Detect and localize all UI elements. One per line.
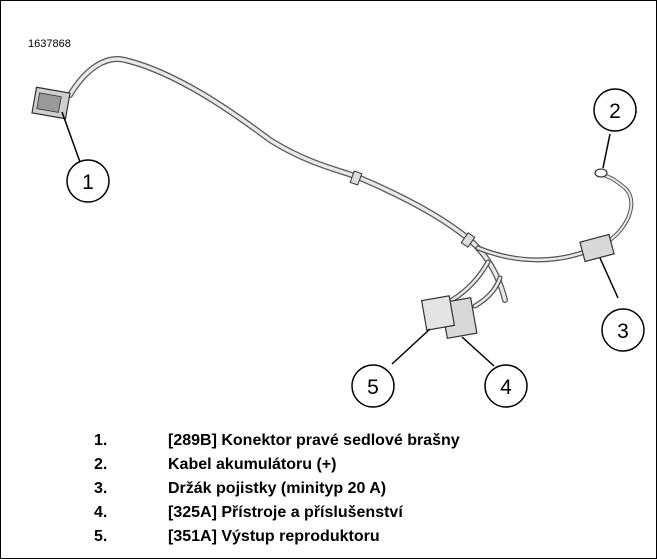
harness-branch-connectors — [449, 259, 503, 309]
legend-item: 3. Držák pojistky (minityp 20 A) — [94, 477, 460, 501]
legend-text: [325A] Přístroje a příslušenství — [168, 504, 403, 521]
leader-lines — [61, 111, 619, 367]
svg-text:5: 5 — [367, 376, 379, 399]
svg-text:3: 3 — [617, 320, 629, 343]
callout-1: 1 — [66, 159, 110, 203]
legend-number: 3. — [94, 480, 108, 497]
legend-item: 5. [351A] Výstup reproduktoru — [94, 525, 460, 549]
legend-item: 1. [289B] Konektor pravé sedlové brašny — [94, 429, 460, 453]
svg-text:2: 2 — [609, 100, 621, 123]
legend-number: 5. — [94, 528, 108, 545]
harness-clips — [349, 170, 476, 248]
legend-number: 4. — [94, 504, 108, 521]
figure-id: 1637868 — [28, 38, 71, 50]
legend-number: 2. — [94, 456, 108, 473]
legend-text: [351A] Výstup reproduktoru — [168, 528, 380, 545]
connector-351a — [420, 295, 456, 331]
legend-text: Kabel akumulátoru (+) — [168, 456, 337, 473]
callout-4: 4 — [484, 364, 528, 408]
callout-5: 5 — [351, 364, 395, 408]
legend-item: 4. [325A] Přístroje a příslušenství — [94, 501, 460, 525]
svg-text:1: 1 — [82, 171, 94, 194]
battery-ring-terminal — [594, 168, 608, 178]
svg-text:4: 4 — [500, 376, 512, 399]
fuse-holder — [579, 233, 615, 263]
legend-text: Držák pojistky (minityp 20 A) — [168, 480, 387, 497]
legend-list: 1. [289B] Konektor pravé sedlové brašny 2… — [94, 429, 460, 549]
harness-branch-battery — [475, 174, 634, 263]
legend-number: 1. — [94, 432, 108, 449]
callout-2: 2 — [593, 88, 637, 132]
legend-item: 2. Kabel akumulátoru (+) — [94, 453, 460, 477]
legend-text: [289B] Konektor pravé sedlové brašny — [168, 432, 460, 449]
connector-289b — [31, 86, 71, 120]
callout-3: 3 — [601, 308, 645, 352]
harness-trunk — [67, 56, 508, 303]
